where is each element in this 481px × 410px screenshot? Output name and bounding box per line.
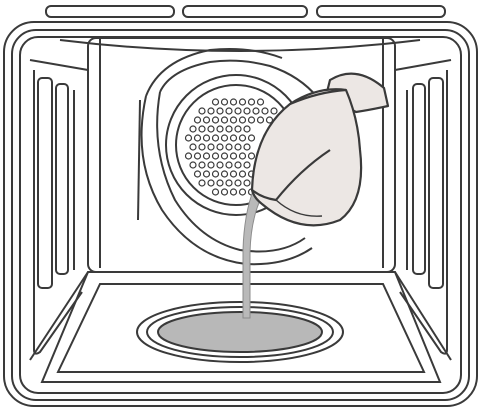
perforation-dot <box>186 153 192 159</box>
perforation-dot <box>240 117 246 123</box>
left-side-wall <box>30 60 88 360</box>
perforation-dot <box>213 135 219 141</box>
perforation-dot <box>231 153 237 159</box>
perforation-dot <box>226 126 232 132</box>
perforation-dot <box>244 144 250 150</box>
perforation-dot <box>208 126 214 132</box>
perforation-dot <box>244 126 250 132</box>
perforation-dot <box>258 117 264 123</box>
perforation-dot <box>222 189 228 195</box>
perforation-dot <box>240 153 246 159</box>
vent-slot-icon <box>317 6 445 17</box>
perforation-dot <box>222 99 228 105</box>
perforation-dot <box>213 99 219 105</box>
perforation-dot <box>204 171 210 177</box>
perforation-dot <box>217 144 223 150</box>
perforation-dot <box>249 99 255 105</box>
top-vent-slots <box>46 6 445 17</box>
perforation-dot <box>199 144 205 150</box>
perforation-dot <box>208 180 214 186</box>
perforation-dot <box>222 135 228 141</box>
perforation-dot <box>235 108 241 114</box>
perforation-dot <box>240 171 246 177</box>
perforation-dot <box>226 108 232 114</box>
perforation-dot <box>231 117 237 123</box>
perforation-dot <box>204 135 210 141</box>
perforation-dot <box>217 108 223 114</box>
perforation-dot <box>235 126 241 132</box>
perforation-dot <box>195 171 201 177</box>
perforation-dot <box>235 162 241 168</box>
perforation-dot <box>231 171 237 177</box>
perforation-dot <box>244 180 250 186</box>
perforation-dot <box>258 99 264 105</box>
perforation-dot <box>208 144 214 150</box>
perforation-dot <box>208 108 214 114</box>
perforation-dot <box>222 171 228 177</box>
perforation-dot <box>244 162 250 168</box>
perforation-dot <box>222 117 228 123</box>
perforation-dot <box>204 153 210 159</box>
perforation-dot <box>213 153 219 159</box>
perforation-dot <box>217 180 223 186</box>
perforation-dot <box>226 162 232 168</box>
perforation-dot <box>217 126 223 132</box>
perforation-dot <box>190 126 196 132</box>
perforation-dot <box>199 162 205 168</box>
perforation-dot <box>195 153 201 159</box>
vent-slot-icon <box>183 6 307 17</box>
drain-basin <box>137 302 343 362</box>
perforation-dot <box>235 144 241 150</box>
perforation-dot <box>244 108 250 114</box>
perforation-dot <box>204 117 210 123</box>
perforation-dot <box>226 180 232 186</box>
perforation-dot <box>240 189 246 195</box>
perforation-dot <box>231 99 237 105</box>
perforation-dot <box>199 180 205 186</box>
perforation-dot <box>249 135 255 141</box>
perforation-dot <box>249 153 255 159</box>
perforation-dot <box>222 153 228 159</box>
perforation-dot <box>217 162 223 168</box>
perforation-dot <box>213 189 219 195</box>
perforation-dot <box>208 162 214 168</box>
perforation-dot <box>213 171 219 177</box>
perforation-dot <box>199 126 205 132</box>
perforation-dot <box>240 135 246 141</box>
perforation-dot <box>240 99 246 105</box>
perforation-dot <box>190 162 196 168</box>
perforation-dot <box>271 108 277 114</box>
perforation-dot <box>195 135 201 141</box>
perforation-dot <box>235 180 241 186</box>
right-side-wall <box>395 60 451 360</box>
water-pool-icon <box>158 312 322 352</box>
perforation-dot <box>253 108 259 114</box>
perforation-dot <box>190 144 196 150</box>
perforation-dot <box>262 108 268 114</box>
perforation-dot <box>231 135 237 141</box>
perforation-dot <box>186 135 192 141</box>
perforation-dot <box>199 108 205 114</box>
perforation-dot <box>226 144 232 150</box>
perforation-dot <box>195 117 201 123</box>
perforation-dot <box>213 117 219 123</box>
perforation-dot <box>249 117 255 123</box>
perforation-dot <box>231 189 237 195</box>
vent-slot-icon <box>46 6 174 17</box>
